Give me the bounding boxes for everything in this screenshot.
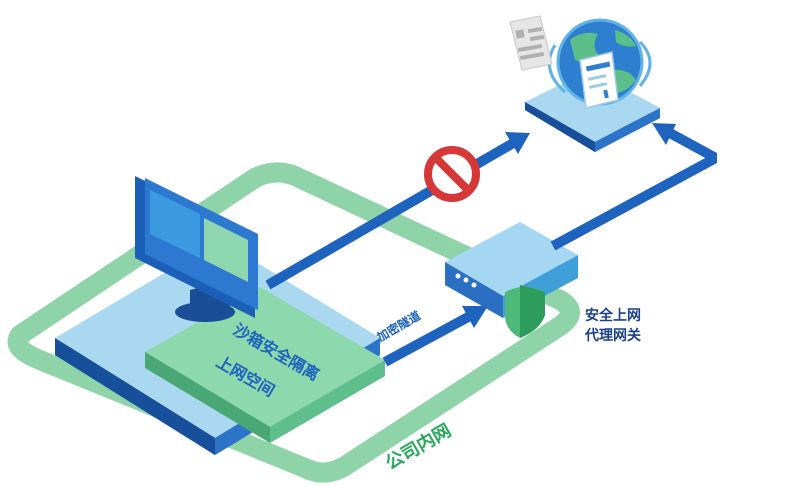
- no-entry-icon: [424, 146, 480, 202]
- proxy-arrow: [550, 123, 717, 251]
- intranet-zone: [7, 162, 580, 483]
- shield-icon: [505, 285, 545, 338]
- gateway-label-line1: 安全上网: [585, 307, 641, 324]
- tunnel-label: 加密隧道: [373, 308, 423, 345]
- tunnel-arrow: [382, 306, 488, 367]
- gateway-label-line2: 代理网关: [584, 327, 641, 344]
- webpage-card: [579, 51, 619, 109]
- document-icon: [509, 15, 553, 71]
- monitor-icon: [135, 176, 258, 322]
